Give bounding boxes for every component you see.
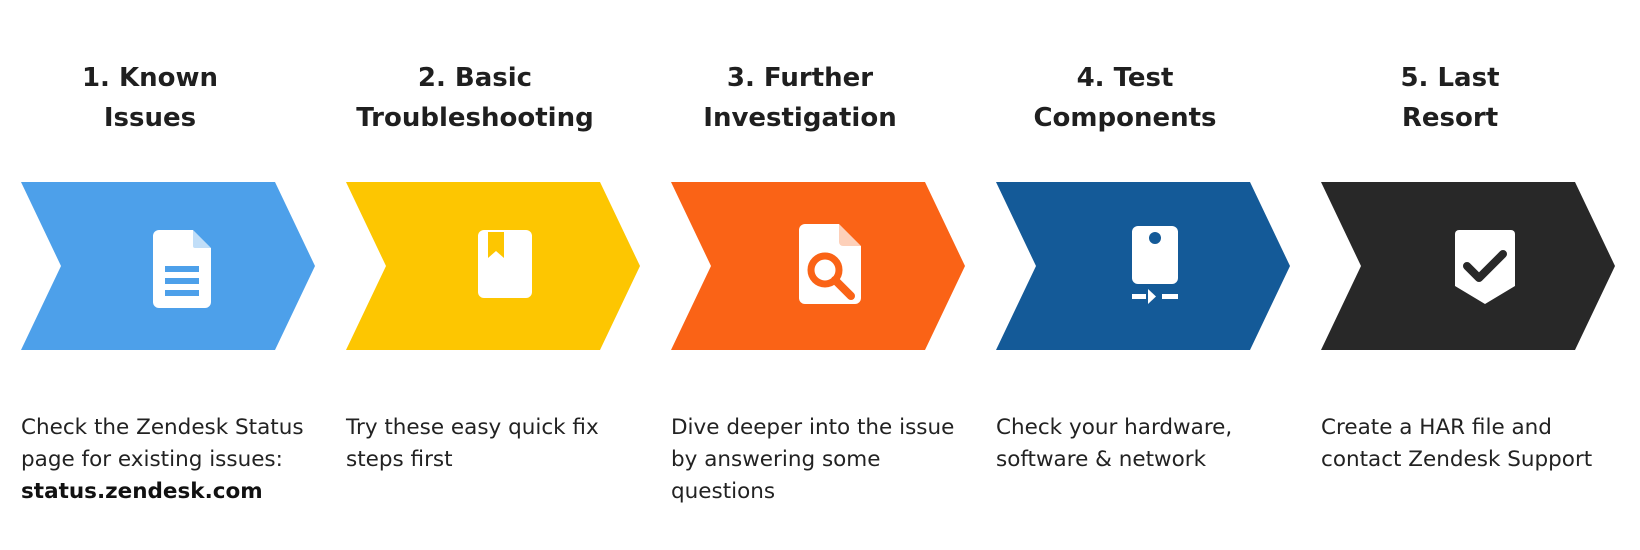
step-description-text: Try these easy quick fix steps first — [346, 415, 599, 472]
step-description: Check the Zendesk Status page for existi… — [21, 412, 331, 508]
step-last-resort: 5. Last Resort Create a HAR file and con… — [1300, 0, 1615, 550]
step-title: 3. Further Investigation — [650, 58, 950, 138]
step-arrow — [1321, 182, 1615, 350]
step-title-line1: 5. Last — [1400, 63, 1500, 93]
step-arrow — [996, 182, 1290, 350]
step-description-text: Create a HAR file and contact Zendesk Su… — [1321, 415, 1593, 472]
step-title: 2. Basic Troubleshooting — [325, 58, 625, 138]
bookmark-book-icon — [464, 222, 552, 310]
step-description-text: Check your hardware, software & network — [996, 415, 1233, 472]
step-basic-troubleshooting: 2. Basic Troubleshooting Try these easy … — [325, 0, 640, 550]
step-known-issues: 1. Known Issues Check the Zendesk Status… — [0, 0, 315, 550]
step-title-line2: Troubleshooting — [356, 103, 594, 133]
step-title-line1: 1. Known — [81, 63, 219, 93]
shield-check-icon — [1439, 222, 1527, 310]
status-link[interactable]: status.zendesk.com — [21, 479, 263, 504]
step-description: Create a HAR file and contact Zendesk Su… — [1321, 412, 1631, 476]
step-description-text: Check the Zendesk Status page for existi… — [21, 415, 304, 472]
step-arrow — [671, 182, 965, 350]
device-test-icon — [1114, 222, 1202, 310]
step-title-line2: Investigation — [703, 103, 897, 133]
step-title: 1. Known Issues — [0, 58, 300, 138]
step-title-line1: 2. Basic — [417, 63, 533, 93]
step-description-text: Dive deeper into the issue by answering … — [671, 415, 955, 504]
step-title-line1: 4. Test — [1076, 63, 1174, 93]
step-description: Try these easy quick fix steps first — [346, 412, 656, 476]
step-title-line1: 3. Further — [726, 63, 874, 93]
step-title: 5. Last Resort — [1300, 58, 1600, 138]
step-title-line2: Resort — [1401, 103, 1499, 133]
step-title-line2: Issues — [103, 103, 197, 133]
step-arrow — [346, 182, 640, 350]
search-document-icon — [789, 222, 877, 310]
document-icon — [139, 222, 227, 310]
step-description: Check your hardware, software & network — [996, 412, 1306, 476]
step-test-components: 4. Test Components Check your hardware, … — [975, 0, 1290, 550]
step-arrow — [21, 182, 315, 350]
step-title: 4. Test Components — [975, 58, 1275, 138]
step-further-investigation: 3. Further Investigation Dive deeper int… — [650, 0, 965, 550]
step-title-line2: Components — [1033, 103, 1217, 133]
step-description: Dive deeper into the issue by answering … — [671, 412, 981, 508]
